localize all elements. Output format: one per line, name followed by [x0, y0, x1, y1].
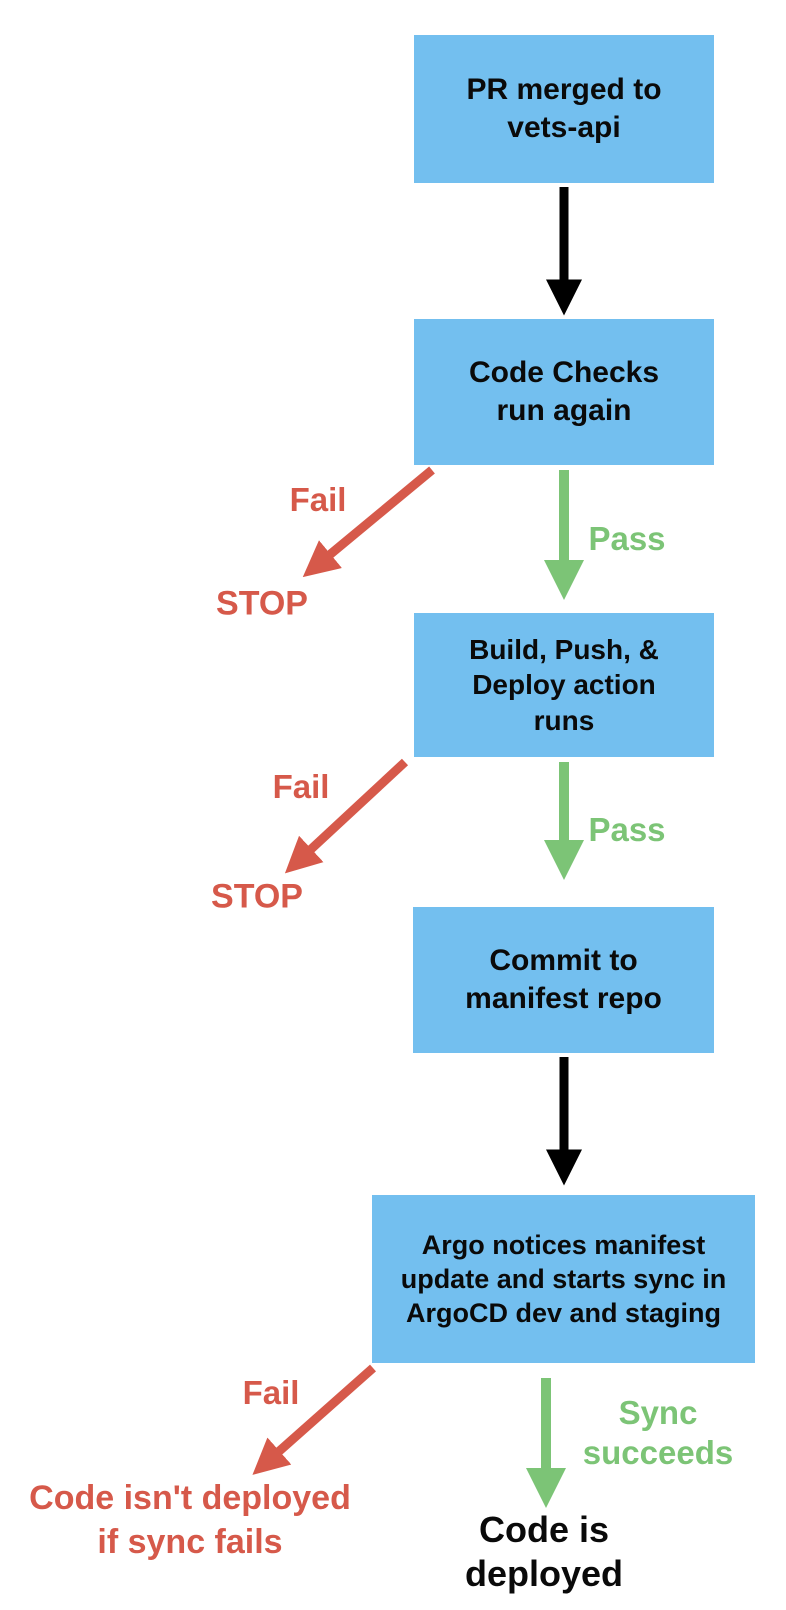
node-commit-manifest-label: Commit to manifest repo	[465, 944, 662, 1015]
outcome-deployed: Code is deployed	[464, 1509, 624, 1594]
edge-label-pass-2: Pass	[588, 810, 666, 848]
node-pr-merged: PR merged to vets-api	[414, 35, 714, 183]
edge-label-fail-1: Fail	[289, 480, 347, 518]
node-build-push-deploy-label: Build, Push, & Deploy action runs	[469, 634, 659, 736]
outcome-not-deployed: Code isn't deployed if sync fails	[29, 1478, 351, 1561]
outcome-stop-2: STOP	[211, 877, 303, 916]
edge-label-fail-3: Fail	[242, 1373, 300, 1411]
edge-label-sync-succeeds: Sync succeeds	[582, 1393, 734, 1471]
node-commit-manifest: Commit to manifest repo	[413, 907, 714, 1053]
node-build-push-deploy: Build, Push, & Deploy action runs	[414, 613, 714, 757]
node-code-checks-label: Code Checks run again	[468, 356, 660, 427]
node-argo-sync: Argo notices manifest update and starts …	[372, 1195, 755, 1363]
node-code-checks: Code Checks run again	[414, 319, 714, 465]
edge-label-fail-2: Fail	[272, 767, 330, 805]
outcome-stop-1: STOP	[216, 584, 308, 623]
node-argo-sync-label: Argo notices manifest update and starts …	[400, 1229, 727, 1328]
node-pr-merged-label: PR merged to vets-api	[466, 73, 662, 144]
edge-label-pass-1: Pass	[588, 519, 666, 557]
